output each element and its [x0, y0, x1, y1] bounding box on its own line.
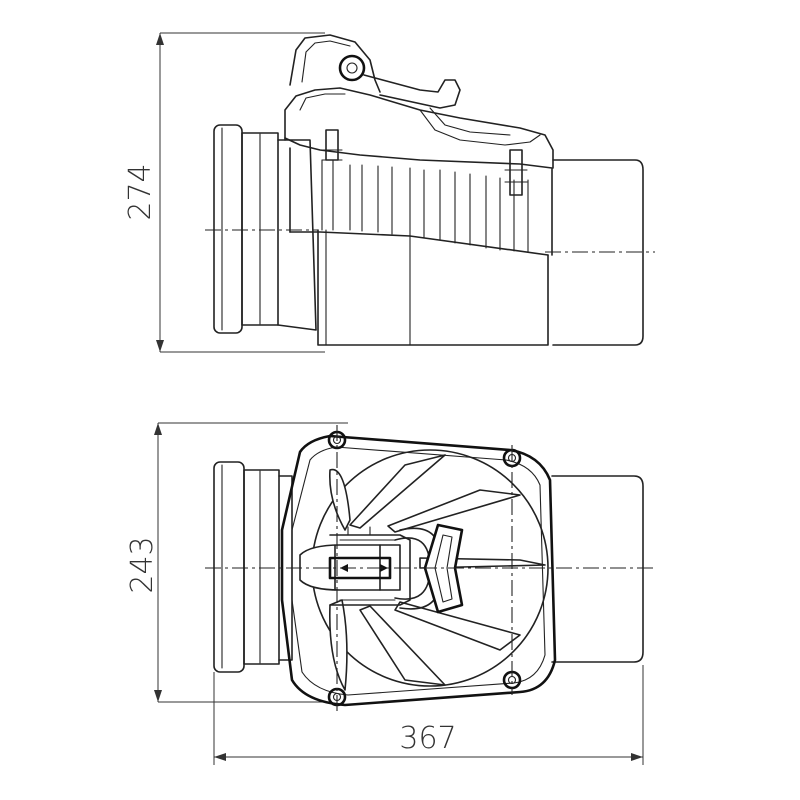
flap-blades — [328, 454, 546, 691]
outlet-pipe — [552, 159, 644, 346]
inlet-socket-top — [213, 461, 293, 673]
inlet-socket — [213, 124, 317, 334]
outlet-pipe-top — [551, 475, 644, 663]
dimension-height: 274 — [123, 32, 325, 353]
dimension-label-243: 243 — [125, 536, 160, 593]
dimension-width: 243 — [125, 422, 348, 703]
dimension-length: 367 — [213, 665, 644, 765]
side-view: 274 — [123, 32, 655, 353]
dimension-label-274: 274 — [123, 163, 158, 220]
top-view: 243 367 — [125, 422, 655, 765]
dimension-label-367: 367 — [399, 721, 456, 756]
valve-body — [284, 34, 554, 346]
lever-mechanism — [299, 523, 464, 614]
